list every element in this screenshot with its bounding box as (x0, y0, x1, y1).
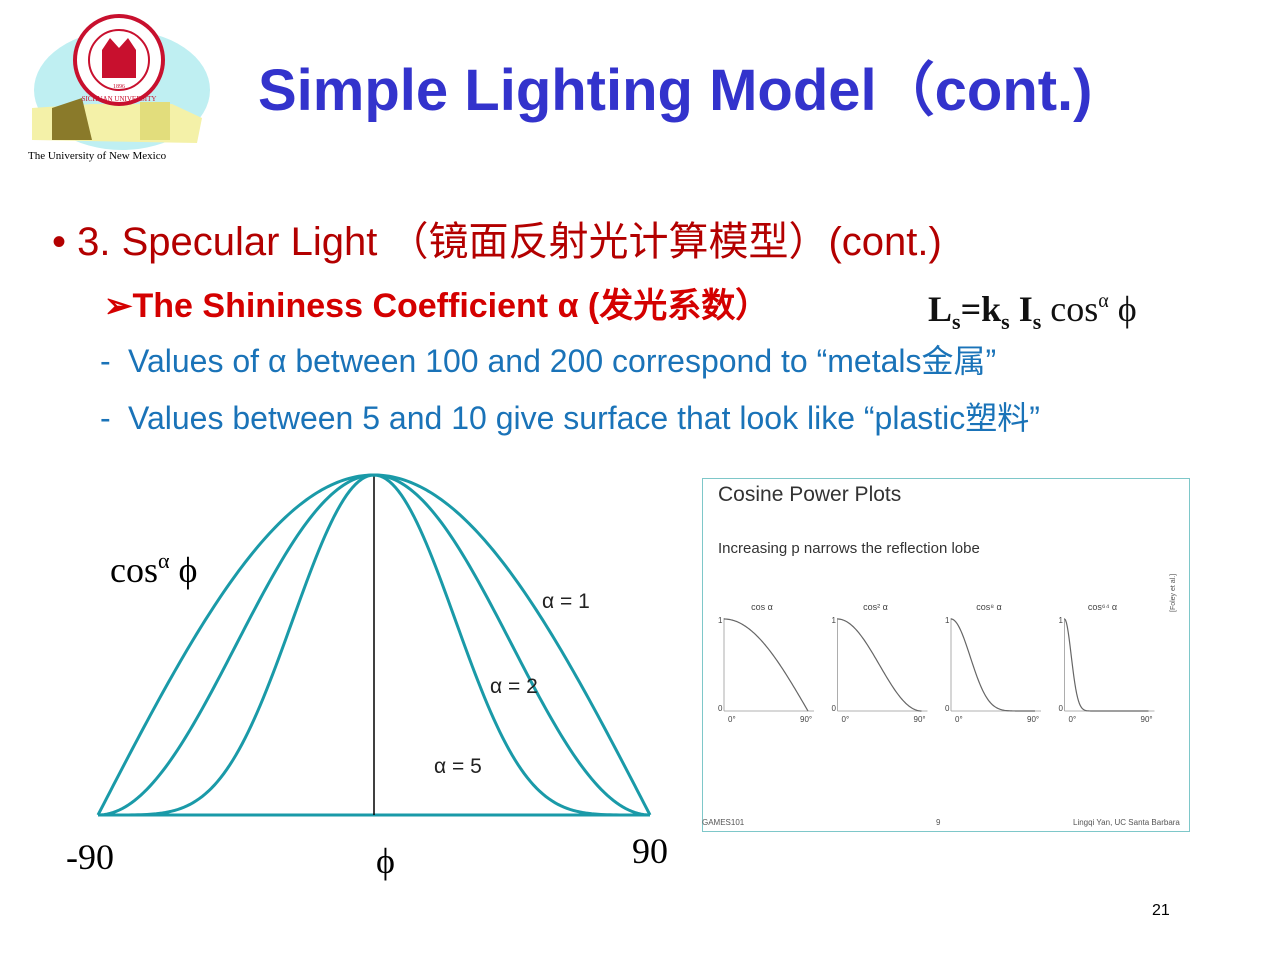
formula-eq: =k (960, 289, 1002, 329)
bullet-specular: • 3. Specular Light （镜面反射光计算模型）(cont.) (52, 220, 942, 264)
panel-x-end: 90° (1141, 715, 1153, 724)
panel-y-bottom: 0 (945, 704, 950, 713)
inset-title: Cosine Power Plots (718, 483, 902, 506)
panel-curve (1064, 618, 1149, 712)
panel-x-end: 90° (1027, 715, 1039, 724)
panel-y-bottom: 0 (718, 704, 723, 713)
panel-x-end: 90° (914, 715, 926, 724)
inset-footer-center: 9 (936, 818, 941, 827)
formula-alpha-sup: α (1098, 290, 1109, 312)
panel-y-top: 1 (1059, 616, 1064, 625)
panel-x-end: 90° (800, 715, 812, 724)
formula-L: L (928, 289, 953, 329)
logo-building-wall (140, 102, 170, 140)
university-logo: SICHUAN UNIVERSITY 1896 (32, 14, 210, 150)
dash-text: Values of α between 100 and 200 correspo… (128, 343, 997, 379)
subbullet-text: The Shininess Coefficient α (发光系数） (132, 287, 770, 325)
inset-figure (702, 478, 1190, 832)
x-axis-label: ϕ (376, 841, 395, 881)
inset-subtitle: Increasing p narrows the reflection lobe (718, 540, 980, 557)
inset-panel-3: cos⁸ α 1 0 0° 90° (945, 602, 1041, 724)
dash-item-metals: -Values of α between 100 and 200 corresp… (100, 343, 997, 379)
formula-L-sub: s (952, 309, 961, 334)
series-label-alpha-1: α = 1 (542, 590, 590, 613)
logo-seal-emblem (102, 38, 136, 78)
panel-curve (837, 618, 922, 712)
formula-I-sub: s (1032, 309, 1042, 334)
inset-credit-side: [Foley et al.] (1170, 573, 1177, 612)
dash-marker: - (100, 400, 111, 436)
logo-seal-year: 1896 (113, 84, 125, 90)
panel-x-start: 0° (728, 715, 736, 724)
y-label-cos: cos (110, 550, 158, 590)
panel-x-start: 0° (955, 715, 963, 724)
panel-label: cos⁶⁴ α (1088, 602, 1117, 612)
dash-marker: - (100, 343, 111, 379)
x-tick-max: 90 (632, 831, 668, 871)
y-label-phi: ϕ (169, 550, 198, 590)
panel-y-top: 1 (945, 616, 950, 625)
chart-y-label: cosα ϕ (110, 548, 197, 591)
x-tick-min: -90 (66, 837, 114, 877)
inset-footer-right: Lingqi Yan, UC Santa Barbara (1073, 818, 1180, 827)
inset-panel-4: cos⁶⁴ α 1 0 0° 90° (1059, 602, 1155, 724)
formula-I: I (1009, 289, 1033, 329)
panel-y-bottom: 0 (832, 704, 837, 713)
inset-panel-1: cos α 1 0 0° 90° (718, 602, 814, 724)
logo-caption: The University of New Mexico (28, 150, 167, 162)
arrow-bullet-icon: ➢ (104, 287, 133, 325)
bullet-text: 3. Specular Light （镜面反射光计算模型）(cont.) (77, 220, 942, 264)
slide-title: Simple Lighting Model（cont.) (258, 58, 1093, 123)
formula-phi: ϕ (1108, 289, 1137, 329)
page-number: 21 (1152, 902, 1170, 919)
panel-y-top: 1 (718, 616, 723, 625)
panel-label: cos α (751, 602, 773, 612)
panel-curve (950, 618, 1035, 712)
y-label-alpha: α (158, 548, 170, 573)
panel-x-start: 0° (1069, 715, 1077, 724)
panel-curve (723, 618, 809, 712)
panel-x-start: 0° (842, 715, 850, 724)
formula-k-sub: s (1001, 309, 1010, 334)
specular-formula: Ls=ks Is cosα ϕ (928, 289, 1137, 334)
panel-label: cos² α (863, 602, 888, 612)
panel-y-top: 1 (832, 616, 837, 625)
inset-footer-left: GAMES101 (702, 818, 745, 827)
series-label-alpha-5: α = 5 (434, 755, 482, 778)
panel-label: cos⁸ α (976, 602, 1002, 612)
dash-text: Values between 5 and 10 give surface tha… (128, 400, 1040, 436)
dash-item-plastic: -Values between 5 and 10 give surface th… (100, 400, 1040, 436)
formula-cos: cos (1041, 289, 1099, 329)
inset-panel-2: cos² α 1 0 0° 90° (832, 602, 928, 724)
subbullet-shininess: ➢The Shininess Coefficient α (发光系数） (104, 287, 770, 325)
logo-seal-text: SICHUAN UNIVERSITY (82, 95, 157, 103)
series-line-3 (98, 473, 650, 817)
logo-building-shadow (52, 98, 92, 140)
panel-y-bottom: 0 (1059, 704, 1064, 713)
cosine-power-chart (96, 473, 652, 817)
series-label-alpha-2: α = 2 (490, 675, 538, 698)
bullet-marker: • (52, 220, 67, 264)
